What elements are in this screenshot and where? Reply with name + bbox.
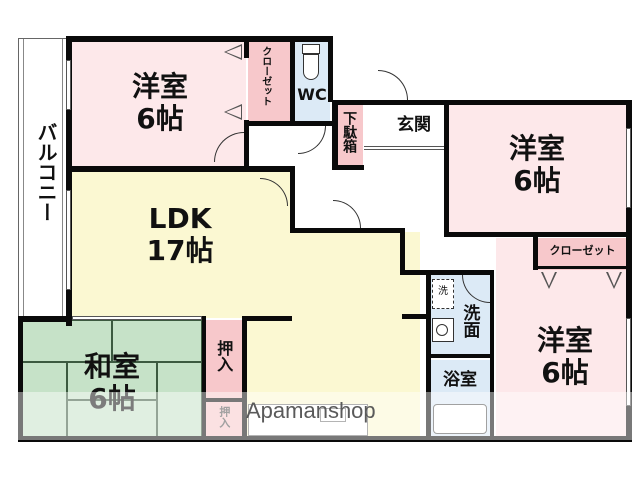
washroom-label: 洗面 bbox=[459, 304, 480, 338]
tatami-2 bbox=[112, 320, 202, 362]
washer-icon bbox=[432, 279, 454, 309]
door-hall[interactable] bbox=[333, 200, 361, 228]
bathroom-label: 浴室 bbox=[443, 370, 477, 390]
door-entrance[interactable] bbox=[378, 70, 408, 100]
washer-label: 洗 bbox=[438, 286, 448, 297]
wc-label: WC bbox=[297, 85, 327, 104]
watermark-text: Apamanshop bbox=[246, 398, 376, 423]
entrance-step bbox=[364, 146, 444, 150]
western-room-se-size: 6帖 bbox=[541, 356, 589, 389]
western-room-ne-name: 洋室 bbox=[508, 132, 565, 165]
balcony-label: バルコニー bbox=[34, 122, 58, 222]
ldk-name: LDK bbox=[148, 202, 212, 235]
oshiire-lower-label: 押入 bbox=[217, 406, 231, 428]
western-room-se-name: 洋室 bbox=[536, 324, 593, 357]
closet-nw-label: クローゼット bbox=[259, 46, 271, 106]
window-ne bbox=[626, 128, 631, 208]
watermark-band bbox=[0, 392, 640, 440]
entrance-label: 玄関 bbox=[397, 115, 431, 135]
ldk-extension bbox=[290, 232, 420, 438]
western-room-nw-name: 洋室 bbox=[131, 70, 188, 103]
ldk-size: 17帖 bbox=[146, 234, 214, 267]
shoe-box bbox=[337, 105, 363, 167]
western-room-se bbox=[496, 238, 628, 438]
kitchen-sink-icon bbox=[320, 408, 346, 422]
western-room-ne bbox=[448, 104, 628, 232]
western-room-nw-size: 6帖 bbox=[136, 102, 184, 135]
tatami-4 bbox=[67, 362, 157, 400]
window-japanese bbox=[72, 316, 202, 320]
western-room-nw bbox=[70, 40, 246, 166]
window-se bbox=[626, 318, 631, 406]
window-balcony-ldk bbox=[66, 190, 71, 290]
balcony bbox=[18, 38, 68, 320]
closet-nw bbox=[248, 40, 290, 122]
bathtub-icon bbox=[433, 404, 487, 434]
toilet-icon bbox=[302, 44, 320, 54]
closet-se bbox=[537, 238, 628, 270]
western-room-ne-size: 6帖 bbox=[513, 164, 561, 197]
toilet-bowl-icon bbox=[303, 54, 319, 80]
door-wc[interactable] bbox=[298, 126, 326, 154]
japanese-room-name: 和室 bbox=[83, 350, 140, 383]
oshiire-upper-label: 押入 bbox=[214, 340, 234, 372]
oshiire-lower bbox=[206, 402, 242, 438]
japanese-room-size: 6帖 bbox=[88, 382, 136, 415]
ldk bbox=[70, 172, 290, 318]
window-balcony-nw bbox=[66, 60, 71, 110]
shoe-box-label: 下駄箱 bbox=[341, 111, 358, 153]
kitchen-counter bbox=[248, 404, 368, 436]
oshiire-upper bbox=[206, 320, 242, 398]
closet-se-label: クローゼット bbox=[549, 244, 616, 257]
